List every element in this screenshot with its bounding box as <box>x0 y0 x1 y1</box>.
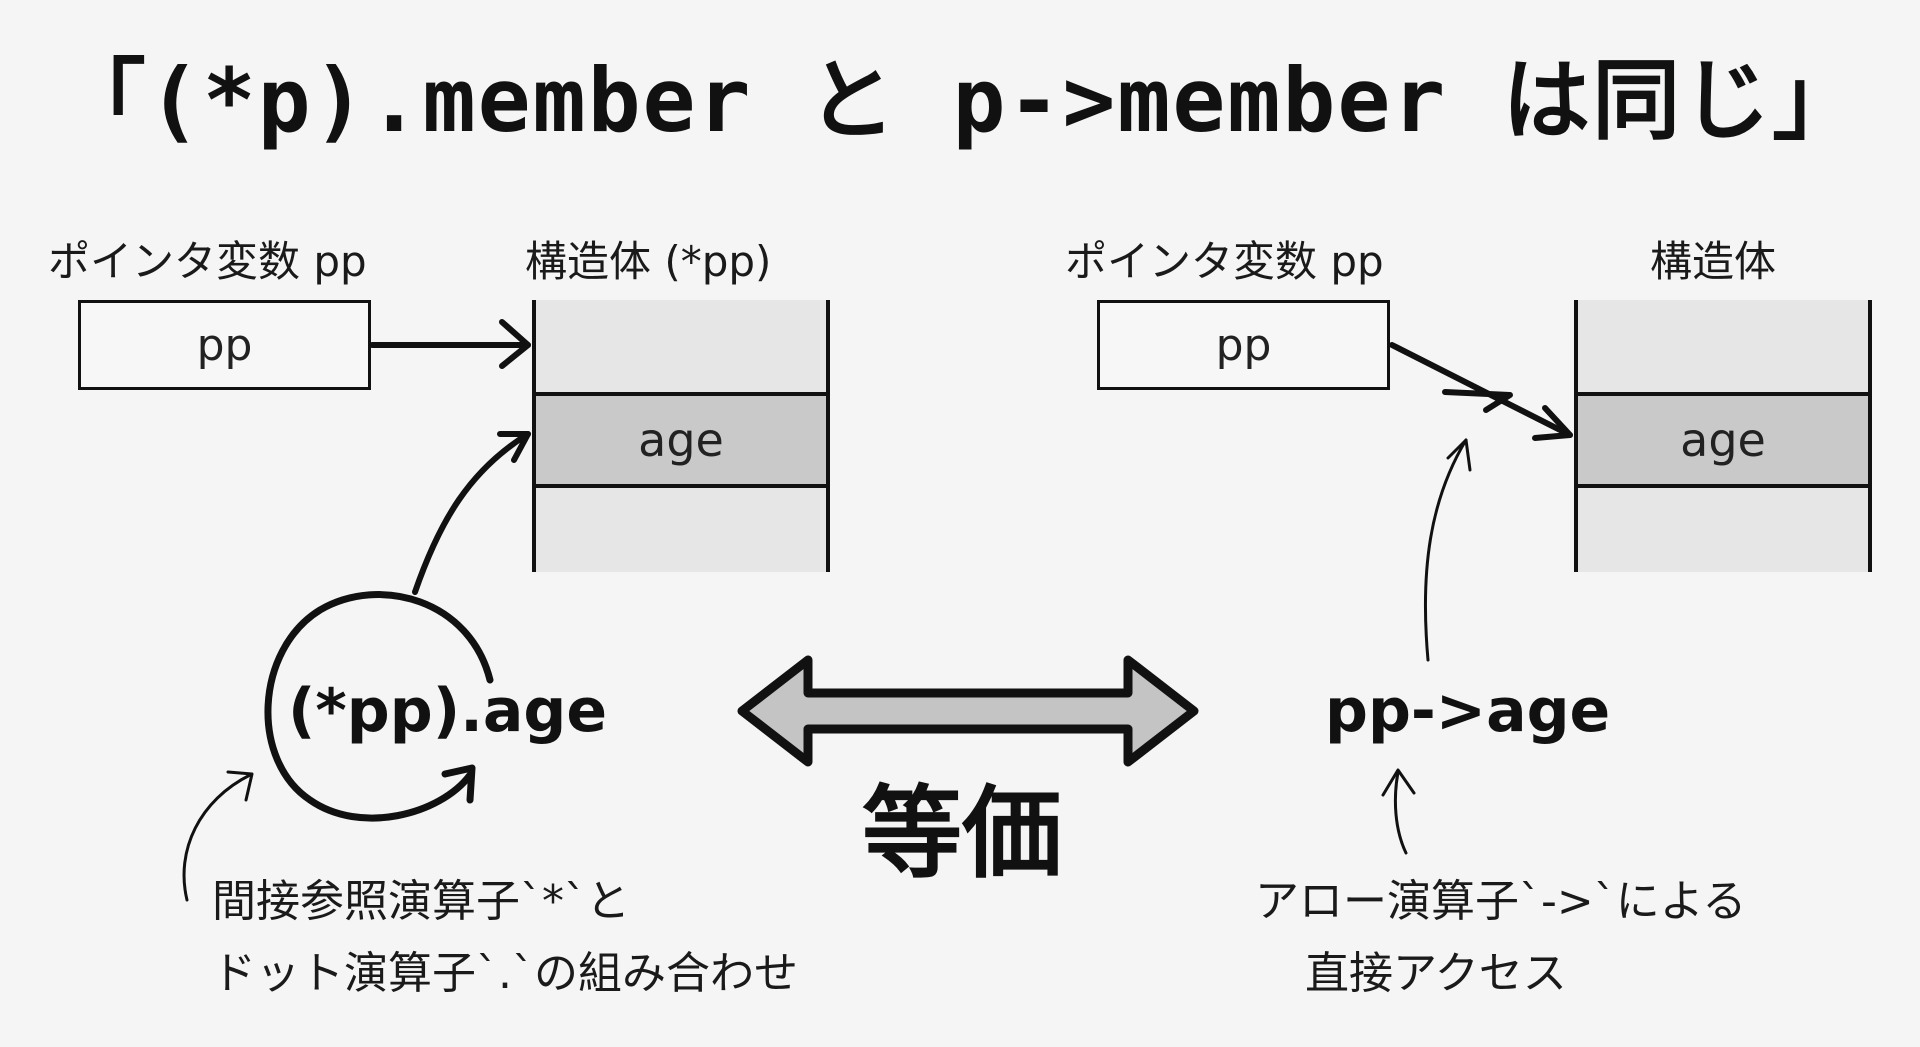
double-arrow-icon <box>737 655 1199 767</box>
left-deref-arrow <box>412 431 531 595</box>
left-note-line1: 間接参照演算子`*`と <box>212 876 630 927</box>
left-field-label: age <box>638 413 724 467</box>
right-pointer-value: pp <box>1215 319 1272 371</box>
right-pointer-box: pp <box>1097 300 1390 390</box>
left-note-line2: ドット演算子`.`の組み合わせ <box>212 948 798 999</box>
right-struct-box: age <box>1574 300 1872 572</box>
left-pointer-arrow <box>369 319 531 369</box>
right-field-label: age <box>1680 413 1766 467</box>
left-expression: (*pp).age <box>288 676 608 746</box>
right-note-line1: アロー演算子`->`による <box>1255 876 1747 927</box>
right-pointer-label: ポインタ変数 pp <box>1065 237 1384 286</box>
left-struct-box: age <box>532 300 830 572</box>
equivalence-label: 等価 <box>862 775 1062 892</box>
left-pointer-label: ポインタ変数 pp <box>48 237 367 286</box>
right-note-arrow <box>1381 768 1416 855</box>
left-pointer-value: pp <box>196 319 253 371</box>
right-note-line2: 直接アクセス <box>1305 948 1567 999</box>
left-struct-label: 構造体 (*pp) <box>525 237 772 286</box>
left-struct-field-age: age <box>536 392 826 488</box>
left-note-arrow <box>182 770 254 902</box>
right-struct-field-age: age <box>1578 392 1868 488</box>
right-expression: pp->age <box>1325 676 1611 746</box>
right-pointer-arrow <box>1389 342 1573 441</box>
page-title: 「(*p).member と p->member は同じ」 <box>57 49 1863 152</box>
left-circle-arrow-icon <box>264 591 494 822</box>
right-struct-label: 構造体 <box>1650 237 1777 286</box>
right-access-arrow <box>1423 438 1472 662</box>
